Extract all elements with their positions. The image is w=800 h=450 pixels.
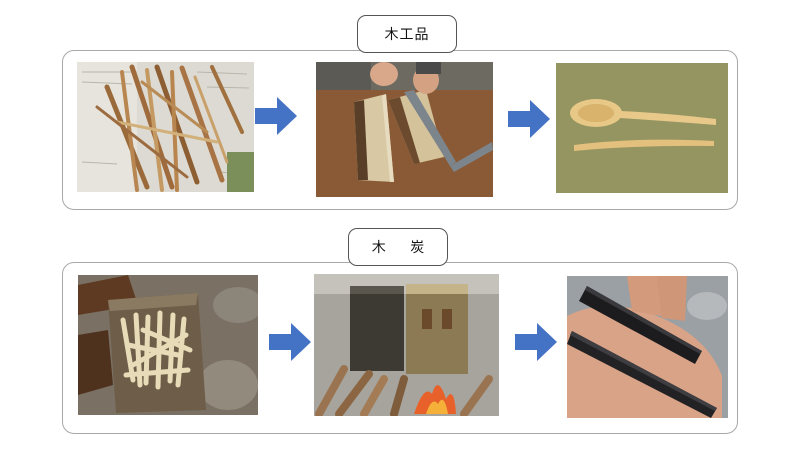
arrow-right-icon	[255, 97, 297, 135]
woodcraft-label: 木工品	[357, 15, 457, 53]
woodcraft-label-text: 木工品	[384, 27, 430, 43]
can-on-fire-photo	[314, 274, 499, 416]
branch-sticks-photo	[77, 62, 254, 192]
arrow-right-icon	[269, 323, 311, 361]
split-wood-photo	[316, 62, 493, 197]
arrow-right-icon	[515, 323, 557, 361]
wooden-spoon-photo	[556, 63, 728, 193]
charcoal-label: 木 炭	[348, 228, 448, 266]
charcoal-in-hand-photo	[567, 276, 728, 418]
sticks-in-can-photo	[78, 275, 258, 415]
arrow-right-icon	[508, 100, 550, 138]
charcoal-label-text: 木 炭	[371, 240, 435, 256]
